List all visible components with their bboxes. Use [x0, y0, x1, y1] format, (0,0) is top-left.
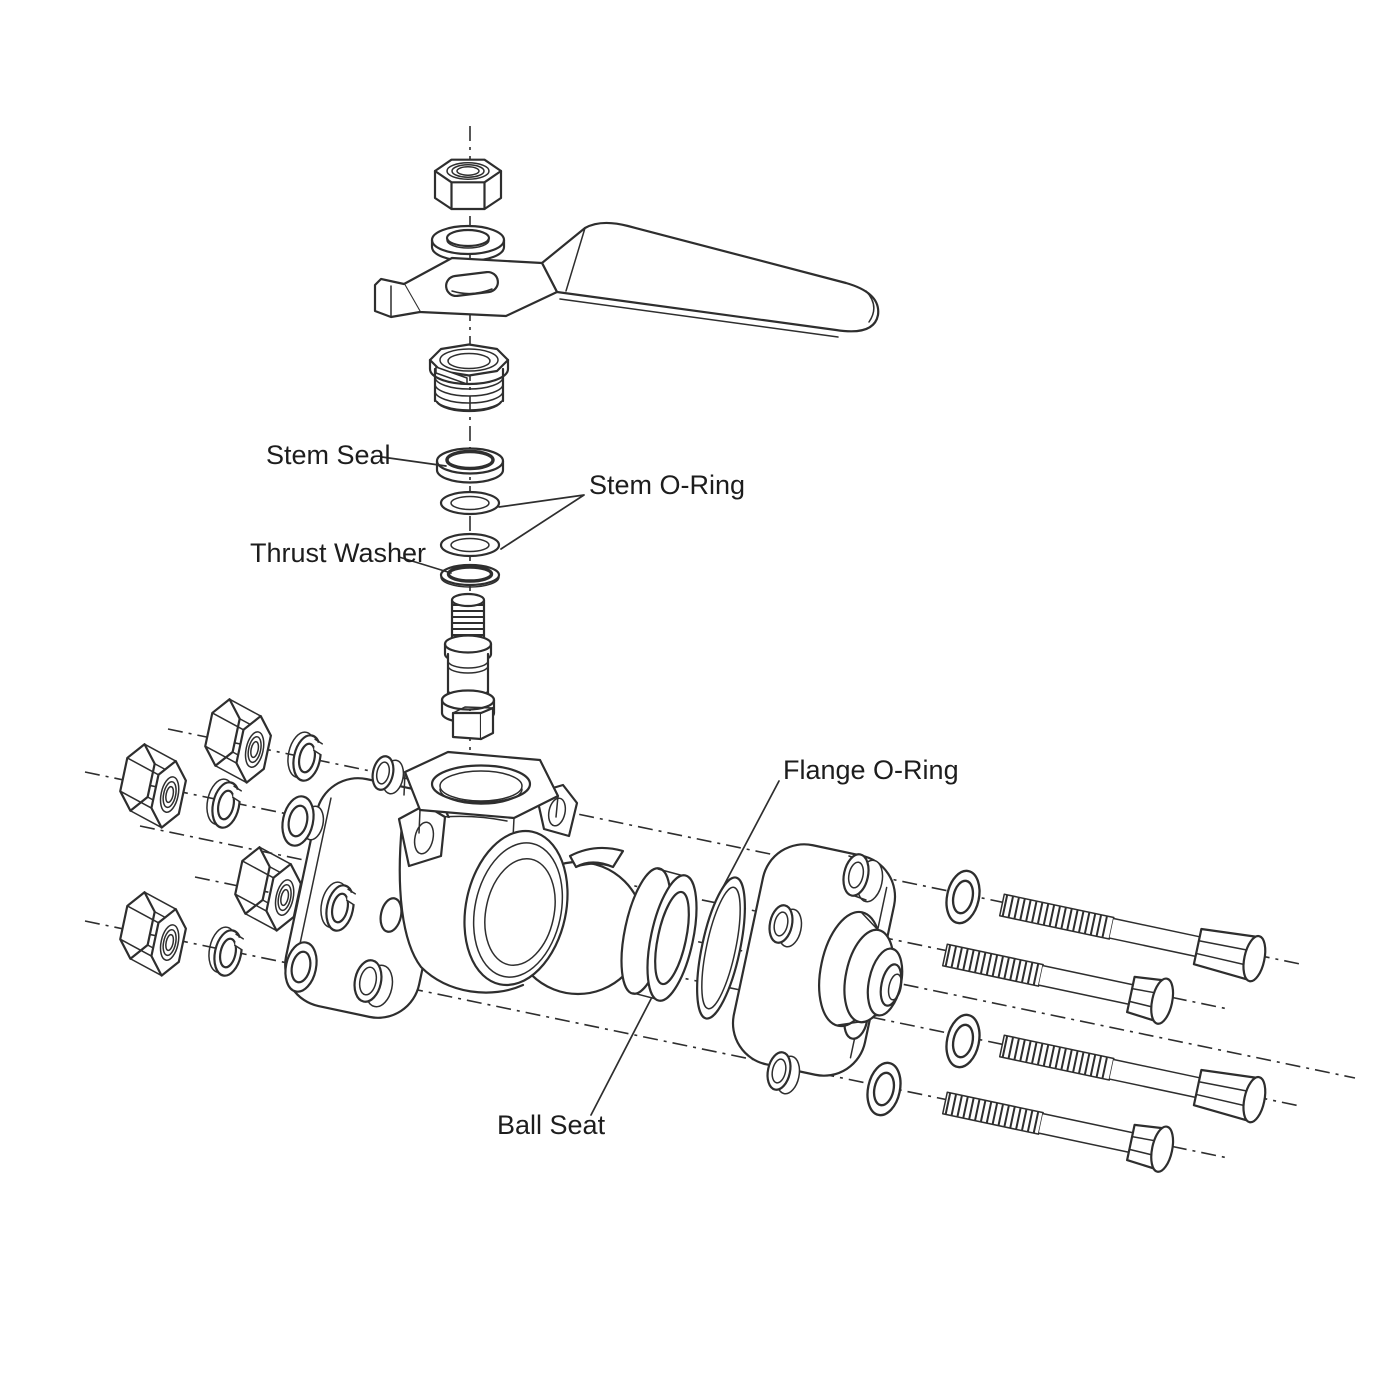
leader-thrust-washer	[398, 556, 452, 574]
left-flange-hole-4	[353, 959, 394, 1008]
hex-nut-1	[198, 695, 278, 787]
handle-lever	[373, 221, 880, 338]
label-ball-seat: Ball Seat	[497, 1110, 606, 1140]
hex-bolt-2	[940, 933, 1176, 1026]
hex-nut-4	[113, 888, 193, 980]
packing-gland	[428, 343, 510, 413]
right-flange-hub	[818, 910, 904, 1028]
stem-o-ring-lower	[439, 532, 501, 558]
labels: Stem Seal Stem O-Ring Thrust Washer Flan…	[250, 440, 959, 1140]
valve-stem	[440, 592, 496, 741]
right-pipe-flange	[731, 843, 904, 1095]
label-flange-o-ring: Flange O-Ring	[783, 755, 959, 785]
split-washer-4	[203, 923, 251, 981]
right-flange-hole-2	[768, 904, 803, 948]
flat-washer-right-1	[940, 866, 986, 928]
valve-body	[397, 750, 579, 994]
right-flange-hole-4	[766, 1051, 801, 1095]
flange-bolts	[940, 883, 1269, 1174]
left-flange-hole-3	[379, 897, 403, 933]
hex-bolt-3	[997, 1024, 1269, 1125]
body-end-rim	[463, 829, 569, 987]
body-top-boss	[403, 750, 560, 839]
hex-bolt-4	[940, 1081, 1176, 1174]
main-axis-centerline	[139, 825, 1356, 1079]
thrust-washer-ring	[439, 563, 501, 588]
handle-lock-washer	[430, 224, 506, 263]
label-stem-o-ring: Stem O-Ring	[589, 470, 745, 500]
flange-nuts	[113, 695, 308, 980]
leader-stem-o-ring	[498, 494, 585, 550]
stem-o-ring-upper	[439, 490, 501, 516]
leader-ball-seat	[590, 998, 652, 1116]
leader-lines	[381, 456, 780, 1116]
right-flange-hole-1	[842, 853, 884, 903]
label-thrust-washer: Thrust Washer	[250, 538, 426, 568]
flat-washer-right-3	[940, 1010, 986, 1072]
left-flange-hole-1	[371, 755, 405, 795]
leader-flange-o-ring	[721, 780, 780, 890]
ball-seat-ring	[620, 867, 698, 1002]
stem-seal-ring	[435, 447, 505, 484]
stem-nut	[433, 158, 503, 211]
leader-stem-seal	[381, 456, 447, 467]
flat-washer-right-4	[861, 1058, 907, 1120]
label-stem-seal: Stem Seal	[266, 440, 391, 470]
split-washer-1	[282, 728, 330, 786]
flange-o-ring	[696, 876, 746, 1020]
